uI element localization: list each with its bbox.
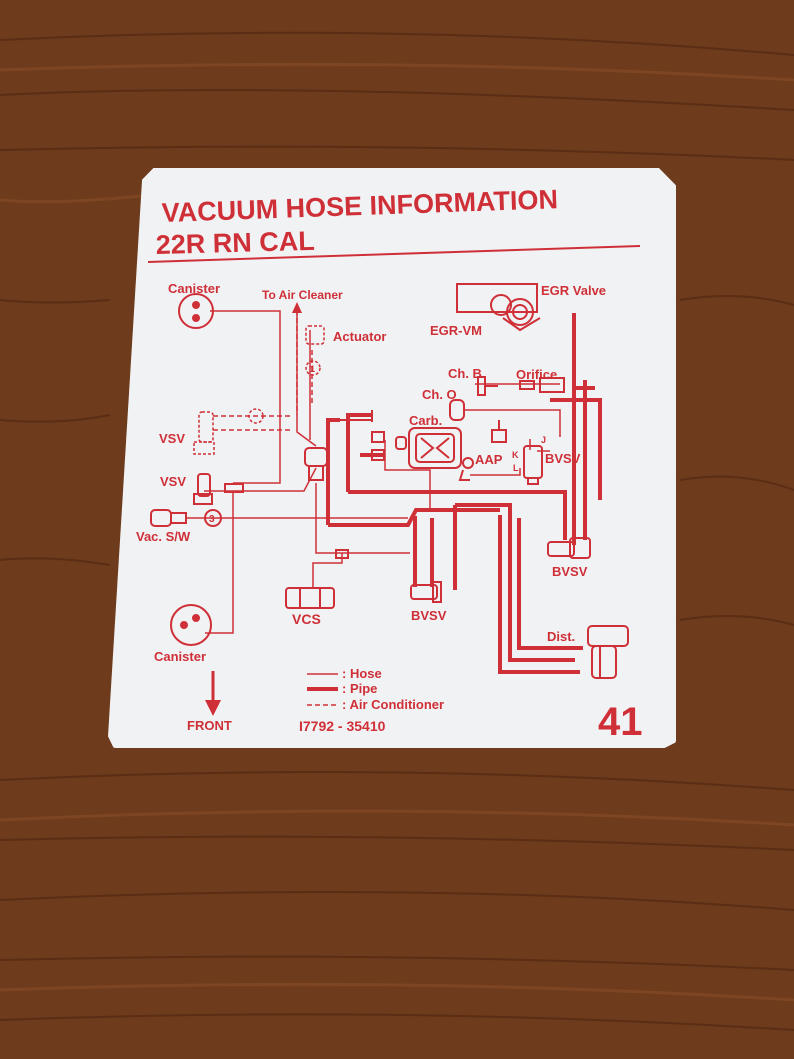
legend-hose-label: : Hose bbox=[342, 666, 382, 681]
vcs-label: VCS bbox=[292, 611, 321, 627]
egr-valve bbox=[456, 283, 541, 332]
legend-air-conditioner-label: : Air Conditioner bbox=[342, 697, 444, 712]
egr-vm-label: EGR-VM bbox=[430, 323, 482, 338]
to-air-cleaner-label: To Air Cleaner bbox=[262, 288, 343, 302]
canister-bottom-label: Canister bbox=[154, 649, 206, 664]
vcs-valve bbox=[285, 549, 349, 609]
canister-top bbox=[178, 293, 214, 329]
vsv-lower-label: VSV bbox=[160, 474, 186, 489]
ch-b-fitting bbox=[477, 376, 498, 396]
bvsv-center-label: BVSV bbox=[411, 608, 447, 623]
ch-b-label: Ch. B bbox=[448, 366, 482, 381]
orifice-label: Orifice bbox=[516, 367, 557, 382]
ch-o-label: Ch. O bbox=[422, 387, 457, 402]
bvsv-right-label: BVSV bbox=[545, 451, 581, 466]
port-l-label: L bbox=[513, 463, 519, 473]
vac-sw-label: Vac. S/W bbox=[136, 529, 191, 544]
egr-valve-label: EGR Valve bbox=[541, 283, 606, 298]
marker-1: 1 bbox=[310, 364, 315, 374]
dist-label: Dist. bbox=[547, 629, 575, 644]
carb-side-fitting bbox=[491, 420, 507, 443]
orifice-fitting bbox=[519, 377, 565, 393]
carburetor bbox=[395, 427, 462, 469]
part-number: I7792 - 35410 bbox=[299, 718, 386, 734]
carb-label: Carb. bbox=[409, 413, 442, 428]
front-arrow bbox=[205, 671, 221, 716]
three-way-connector bbox=[224, 447, 328, 493]
aap-label: AAP bbox=[475, 452, 503, 467]
front-label: FRONT bbox=[187, 718, 232, 733]
legend-pipe-label: : Pipe bbox=[342, 681, 377, 696]
vsv-lower bbox=[193, 473, 213, 505]
aap bbox=[458, 457, 474, 481]
pipe-lines bbox=[326, 313, 602, 674]
port-k-label: K bbox=[512, 450, 519, 460]
ch-o-fitting bbox=[449, 399, 465, 421]
vsv-upper bbox=[193, 408, 264, 455]
actuator bbox=[305, 325, 325, 376]
title-line-2: 22R RN CAL bbox=[155, 226, 315, 260]
title-line-1: VACUUM HOSE INFORMATION bbox=[161, 184, 558, 228]
bvsv-center bbox=[410, 581, 442, 603]
vacuum-hose-label-sticker bbox=[108, 168, 676, 748]
vsv-upper-label: VSV bbox=[159, 431, 185, 446]
actuator-label: Actuator bbox=[333, 329, 386, 344]
bvsv-lower-right bbox=[547, 537, 591, 559]
hose-lines bbox=[186, 310, 561, 634]
port-j-label: J bbox=[541, 435, 546, 445]
air-conditioner-lines bbox=[213, 310, 313, 431]
canister-top-label: Canister bbox=[168, 281, 220, 296]
canister-bottom bbox=[170, 604, 212, 646]
intake-manifold-block bbox=[340, 410, 385, 461]
to-air-cleaner-arrow bbox=[292, 302, 302, 313]
code-number: 41 bbox=[598, 700, 643, 744]
title-divider bbox=[147, 245, 641, 263]
distributor bbox=[587, 625, 629, 679]
marker-3: 3 bbox=[209, 514, 215, 525]
bvsv-right bbox=[523, 445, 543, 485]
bvsv-lower-right-label: BVSV bbox=[552, 564, 588, 579]
vac-switch bbox=[150, 509, 222, 527]
